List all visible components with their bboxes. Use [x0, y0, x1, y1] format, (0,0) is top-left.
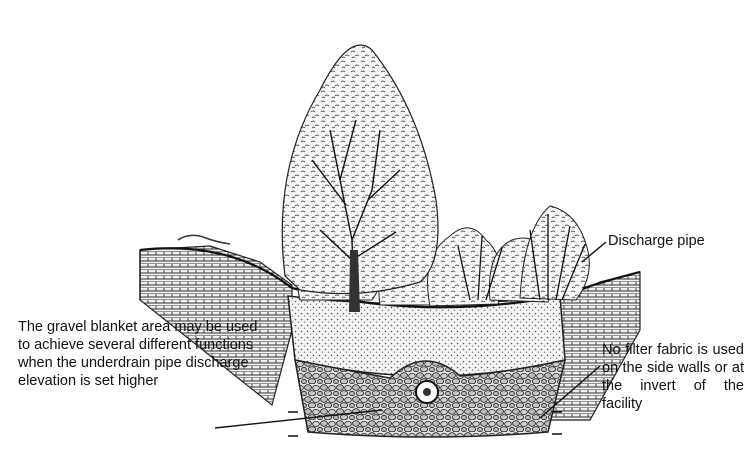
discharge-pipe-label: Discharge pipe	[608, 232, 705, 250]
no-filter-fabric-label: No filter fabric is used on the side wal…	[602, 341, 744, 414]
tree	[282, 45, 438, 312]
gravel-blanket-label: The gravel blanket area may be used to a…	[18, 318, 268, 391]
underdrain-pipe	[416, 381, 438, 403]
